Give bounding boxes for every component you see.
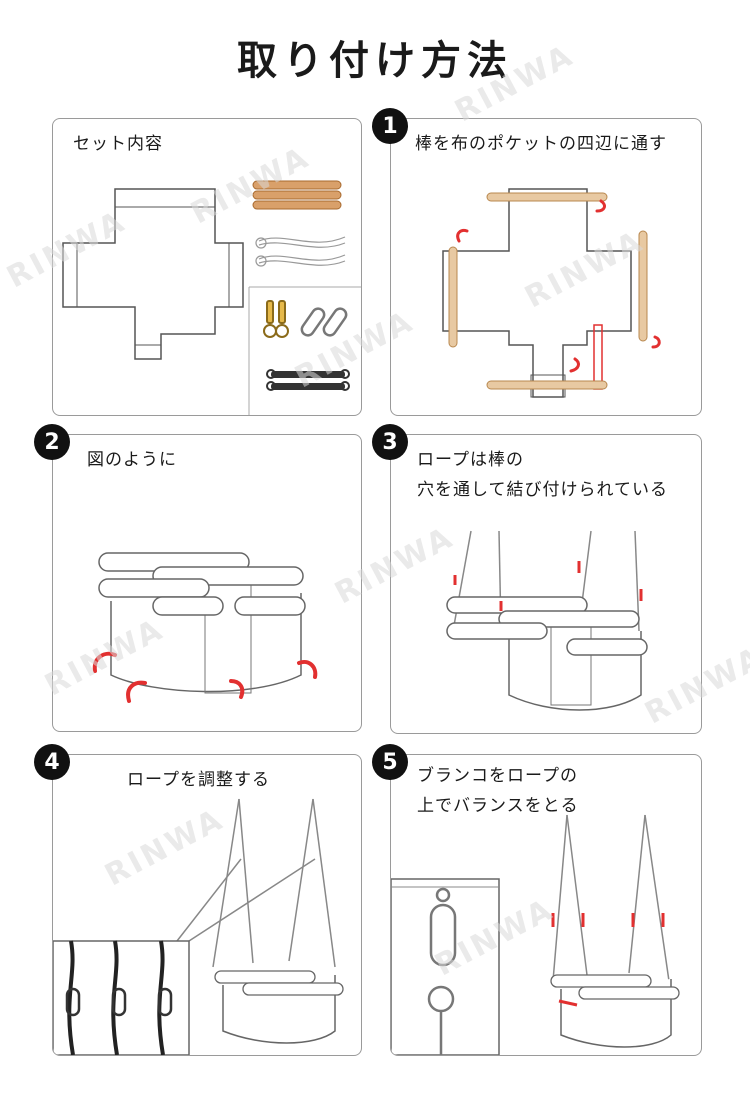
- wooden-dowels: [448, 192, 648, 390]
- step-1-illustration: [442, 188, 661, 398]
- panel-step-1: 棒を布のポケットの四辺に通す: [390, 118, 702, 416]
- straps-icon: [266, 369, 350, 391]
- step-2-label: 図のように: [87, 450, 177, 470]
- panel-step-3: ロープは棒の 穴を通して結び付けられている: [390, 434, 702, 734]
- arrow-icons: [92, 651, 318, 703]
- arrow-icons: [551, 913, 665, 1007]
- step-4-label: ロープを調整する: [127, 770, 270, 790]
- step-2-badge: 2: [34, 424, 70, 460]
- step-4-badge: 4: [34, 744, 70, 780]
- arrow-icons: [453, 561, 643, 611]
- swing-frame: [98, 552, 306, 616]
- carabiner-icon: [300, 307, 348, 337]
- set-contents-illustration: [62, 180, 361, 415]
- step-3-label: ロープは棒の 穴を通して結び付けられている: [417, 450, 668, 500]
- arrow-icons: [456, 199, 661, 373]
- hook-chain-icon: [427, 887, 457, 1055]
- step-5-label: ブランコをロープの 上でバランスをとる: [417, 766, 579, 816]
- step-5-illustration: [391, 814, 680, 1055]
- step-1-badge: 1: [372, 108, 408, 144]
- hooks-icon: [263, 300, 289, 338]
- step-3-illustration: [446, 530, 648, 711]
- step-1-label: 棒を布のポケットの四辺に通す: [415, 134, 667, 154]
- step-3-badge: 3: [372, 424, 408, 460]
- step-2-illustration: [92, 552, 318, 703]
- panel-step-4: ロープを調整する: [52, 754, 362, 1056]
- panel-set-contents: セット内容: [52, 118, 362, 416]
- step-5-badge: 5: [372, 744, 408, 780]
- ropes: [255, 236, 346, 267]
- page-title: 取り付け方法: [237, 38, 513, 84]
- fabric-seat-shape: [62, 188, 244, 360]
- step-4-illustration: [53, 798, 344, 1055]
- carabiner-icon: [65, 987, 173, 1017]
- set-contents-label: セット内容: [73, 134, 163, 154]
- panel-step-2: 図のように: [52, 434, 362, 732]
- wooden-dowels: [252, 180, 342, 210]
- panel-step-5: ブランコをロープの 上でバランスをとる: [390, 754, 702, 1056]
